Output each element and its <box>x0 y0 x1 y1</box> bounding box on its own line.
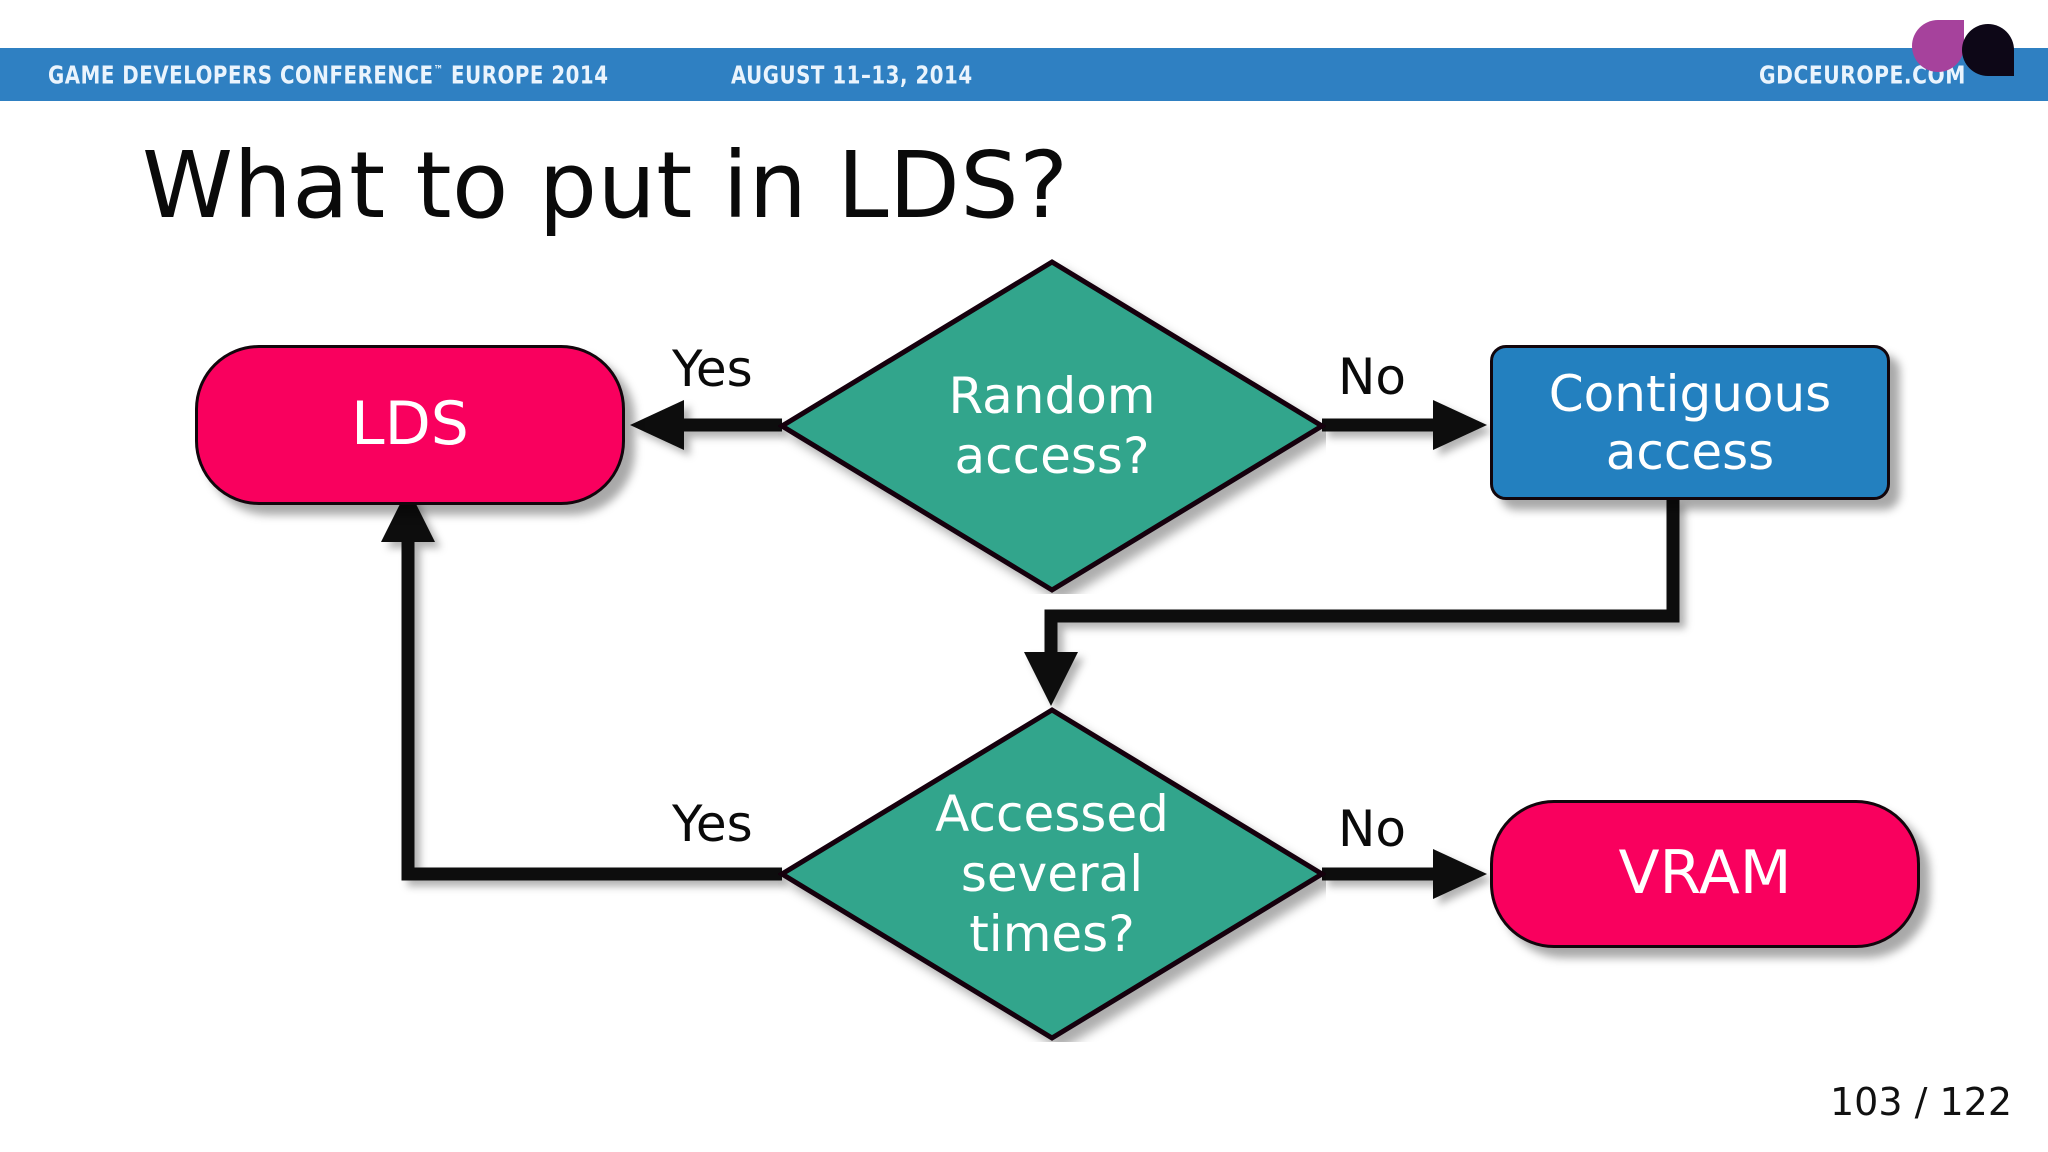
slide-title: What to put in LDS? <box>142 132 1069 239</box>
edge-label-random-yes: Yes <box>672 340 753 398</box>
edge-random-no <box>1322 400 1487 450</box>
node-lds[interactable]: LDS <box>195 345 625 505</box>
node-accessed-several-times-shape <box>778 707 1326 1041</box>
node-random-access-shape <box>778 259 1326 593</box>
edge-label-accessed-yes: Yes <box>672 795 753 853</box>
node-accessed-several-times-label: Accessed several times? <box>935 785 1169 963</box>
node-lds-label: LDS <box>351 389 469 460</box>
node-random-access-label: Random access? <box>948 367 1156 485</box>
page-number: 103 / 122 <box>1829 1080 2012 1124</box>
node-contiguous-access[interactable]: Contiguous access <box>1490 345 1890 500</box>
node-vram-label: VRAM <box>1618 838 1792 909</box>
node-contiguous-access-label: Contiguous access <box>1548 364 1832 481</box>
trademark-symbol: ™ <box>433 62 444 77</box>
gdc-logo <box>1912 18 2022 76</box>
edge-random-yes <box>630 400 782 450</box>
node-vram[interactable]: VRAM <box>1490 800 1920 948</box>
conference-header-band: GAME DEVELOPERS CONFERENCE™ EUROPE 2014 … <box>0 48 2048 101</box>
node-accessed-several-times[interactable]: Accessed several times? <box>778 706 1326 1042</box>
conference-dates: AUGUST 11–13, 2014 <box>730 60 973 89</box>
node-random-access[interactable]: Random access? <box>778 258 1326 594</box>
logo-black-teardrop-icon <box>1962 24 2014 76</box>
conference-name: GAME DEVELOPERS CONFERENCE™ EUROPE 2014 <box>48 60 609 89</box>
logo-purple-teardrop-icon <box>1912 20 1964 72</box>
edge-label-random-no: No <box>1338 348 1406 406</box>
header-left-group: GAME DEVELOPERS CONFERENCE™ EUROPE 2014 … <box>48 60 1006 89</box>
edge-label-accessed-no: No <box>1338 800 1406 858</box>
